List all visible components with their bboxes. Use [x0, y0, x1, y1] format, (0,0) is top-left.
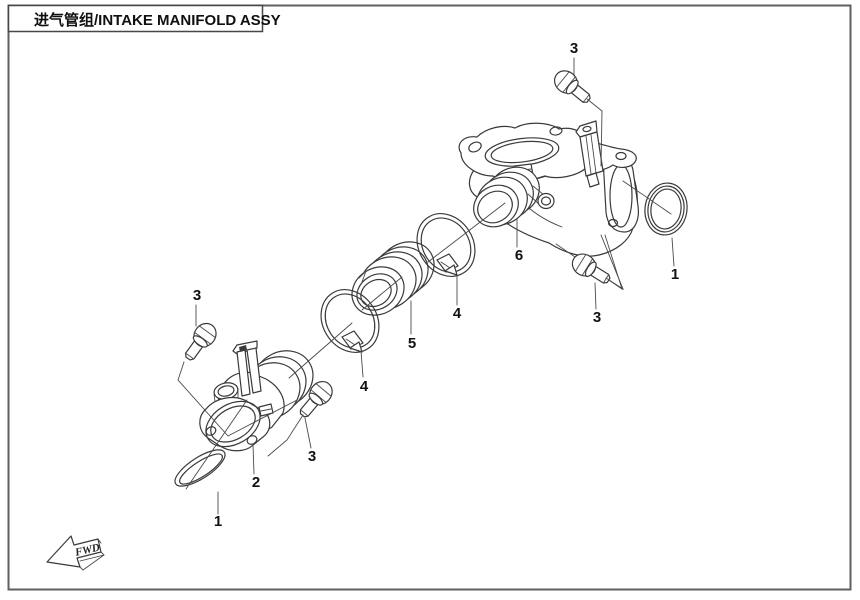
leader-line	[252, 443, 255, 475]
centerlines	[185, 180, 672, 490]
callout-ref-1: 1	[671, 266, 679, 283]
callout-ref-3: 3	[308, 448, 316, 465]
callout-ref-3: 3	[570, 40, 578, 57]
part-clamp-left	[320, 289, 380, 353]
port-boss	[527, 185, 555, 210]
callout-ref-1: 1	[214, 513, 222, 530]
callout-layer: 3 1 3 6 4 5 4 3 3 2 1	[193, 40, 679, 530]
callout-ref-5: 5	[408, 335, 416, 352]
callout-ref-2: 2	[252, 474, 260, 491]
inlet-spigot	[473, 166, 540, 228]
page-border	[7, 4, 852, 591]
callout-ref-6: 6	[515, 247, 523, 264]
bolt-top	[549, 65, 596, 110]
leader-line	[671, 237, 675, 267]
callout-ref-3: 3	[193, 287, 201, 304]
bolt-pointer-lines	[177, 98, 624, 457]
page-title: 进气管组/INTAKE MANIFOLD ASSY	[34, 11, 281, 29]
title-box	[7, 4, 264, 33]
sensor-connector	[232, 340, 262, 397]
fwd-arrow: FWD	[46, 535, 105, 571]
bolt-left	[178, 318, 222, 366]
callout-ref-4: 4	[453, 305, 462, 322]
part-oring-bottom	[174, 449, 226, 487]
leader-line	[360, 350, 364, 378]
title-block: 进气管组/INTAKE MANIFOLD ASSY	[7, 4, 281, 33]
outlet-flange	[603, 156, 639, 233]
fwd-label: FWD	[73, 542, 101, 560]
leader-line	[304, 417, 312, 449]
part-intake-flange-adapter	[199, 340, 314, 452]
part-oring-right	[644, 182, 688, 236]
fwd-arrow-shape	[46, 535, 102, 568]
part-intake-manifold	[458, 120, 639, 291]
callout-ref-4: 4	[360, 378, 369, 395]
leader-line	[594, 282, 597, 310]
part-rubber-boot	[351, 241, 435, 316]
map-sensor	[575, 120, 604, 188]
callout-ref-3: 3	[593, 309, 601, 326]
